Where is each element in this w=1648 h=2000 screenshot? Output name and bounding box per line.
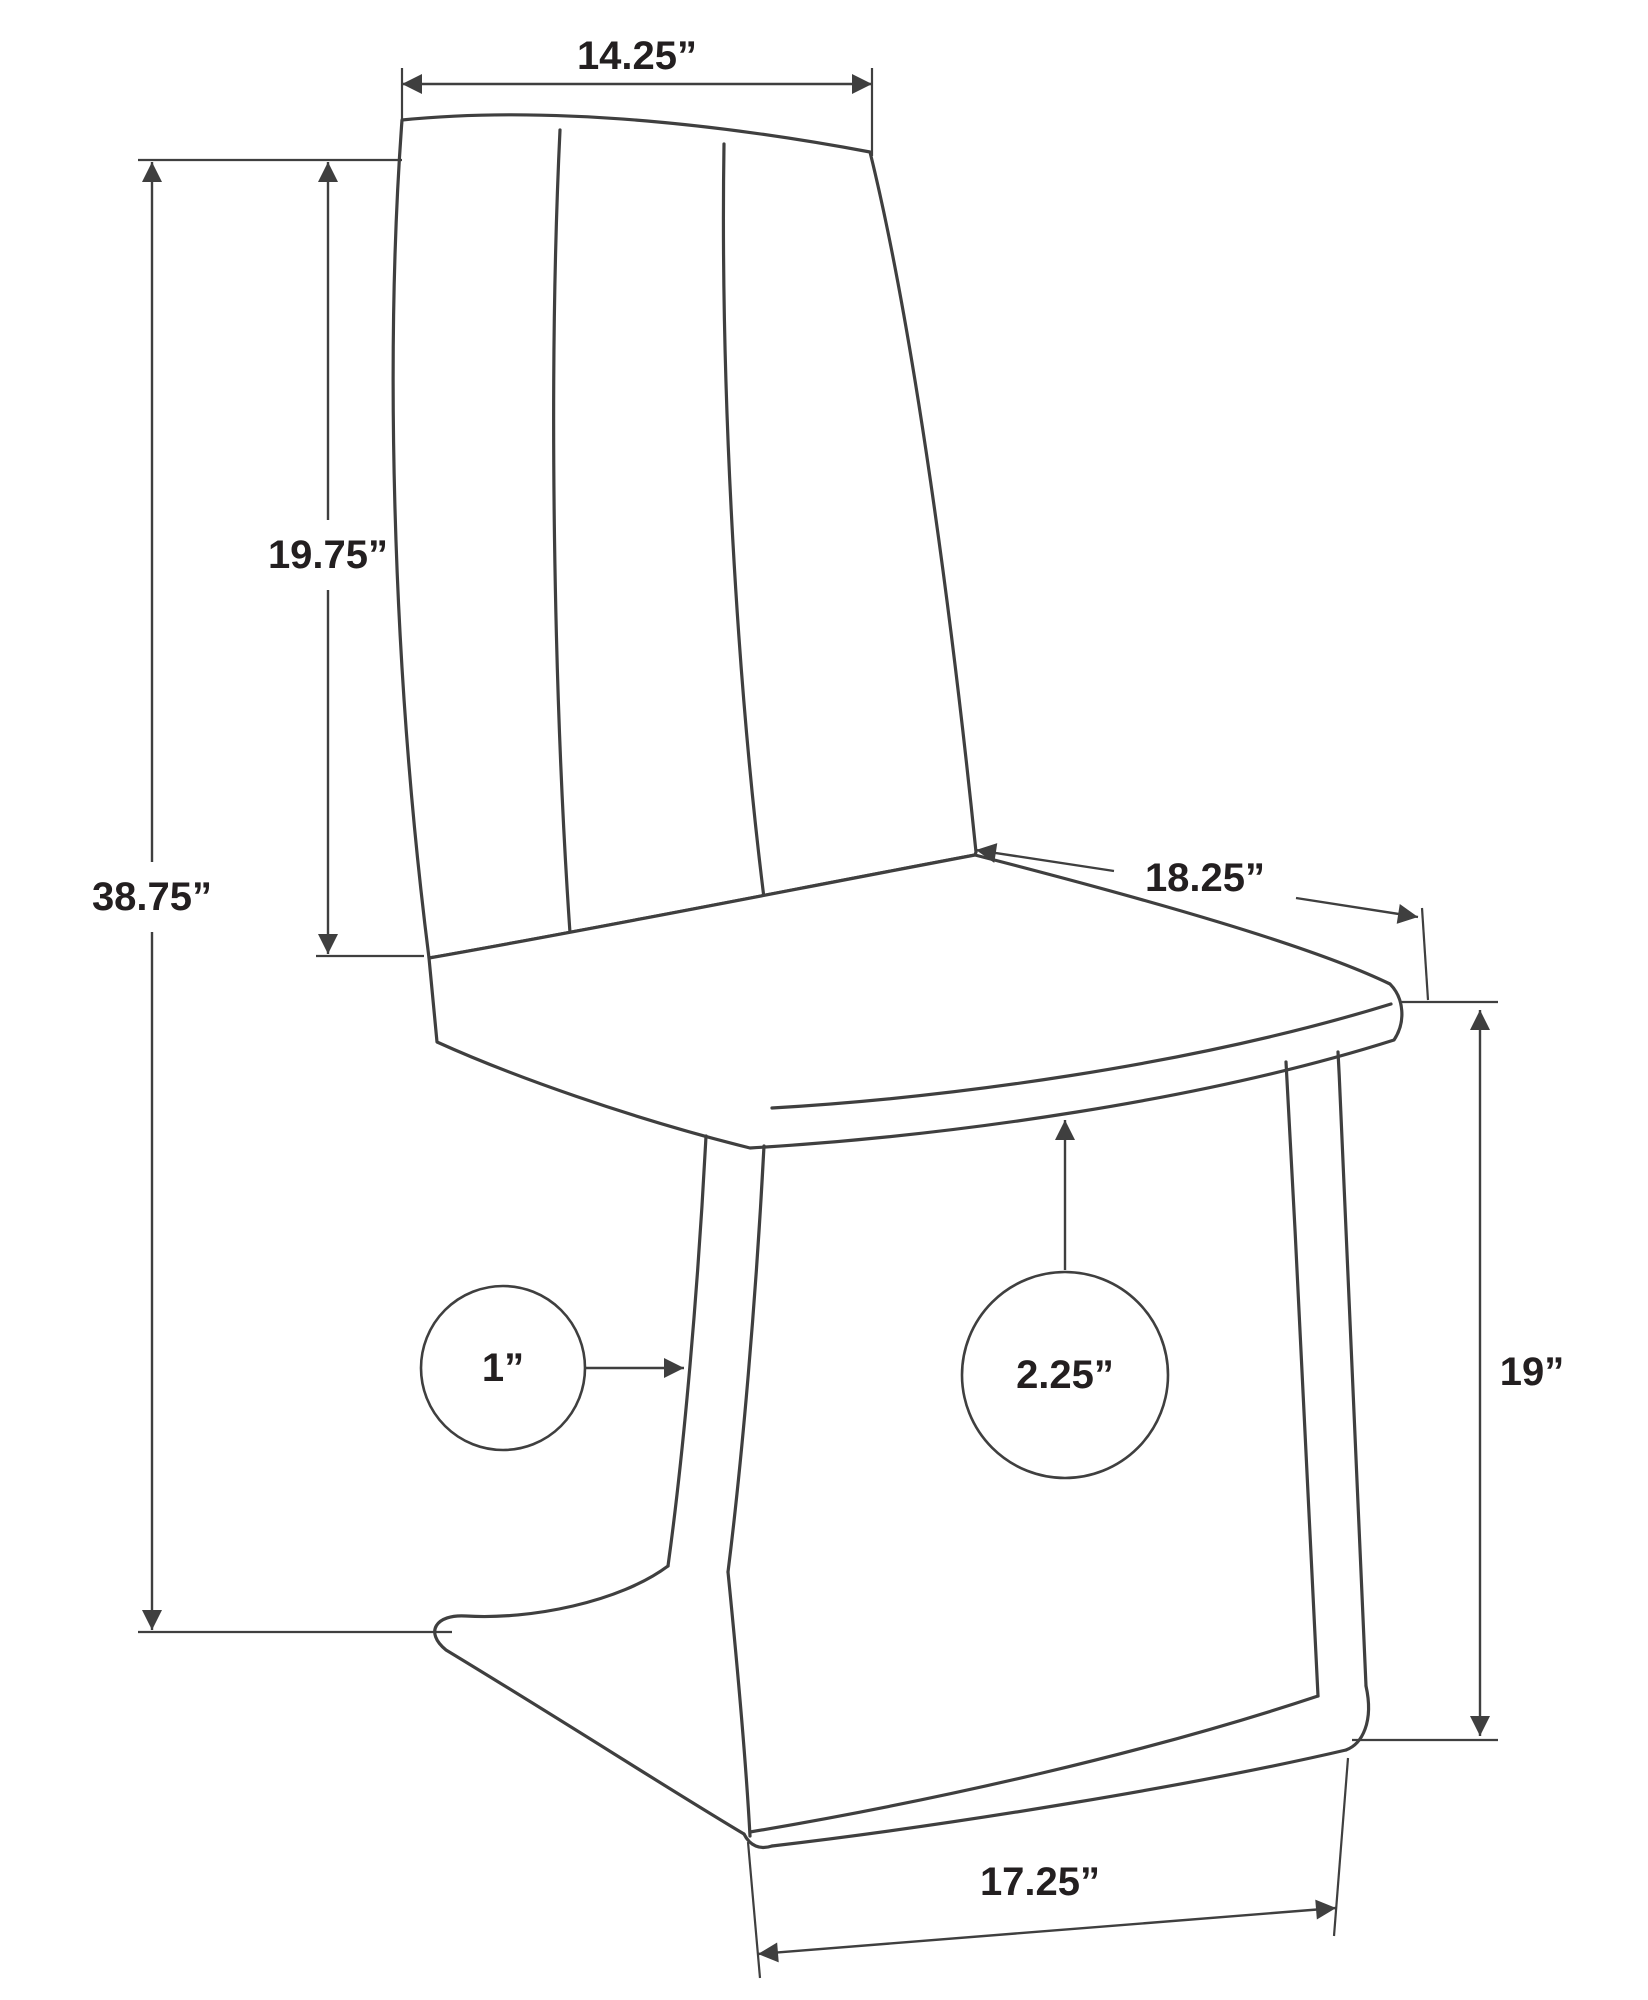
callout-seat-thickness: 2.25”	[960, 1120, 1170, 1480]
dim-seat-height: 19”	[1352, 1000, 1565, 1742]
front-post-inner-edge	[726, 1144, 766, 1574]
dim-seat-depth-line-left	[975, 843, 1115, 873]
dim-back-height-label: 19.75”	[268, 533, 388, 577]
rear-post-bottom-cap	[1344, 1684, 1371, 1752]
chair-seat-outline	[427, 853, 1404, 1150]
dim-seat-depth-line-right	[1295, 896, 1419, 924]
left-runner-inner-edge	[726, 1570, 752, 1838]
left-runner-outer-edge	[433, 1564, 746, 1836]
front-runner-cap	[742, 1832, 774, 1850]
right-runner-upper-edge	[748, 1694, 1320, 1834]
dim-overall-height: 38.75”	[92, 158, 452, 1634]
dim-top-width-label: 14.25”	[577, 34, 697, 78]
rear-post-right-edge	[1336, 1050, 1368, 1688]
chair-backrest-outline	[391, 113, 978, 960]
chair-backrest-seam-right	[721, 142, 766, 900]
chair-backrest-seam-left	[552, 128, 572, 935]
dim-seat-depth-label: 18.25”	[1145, 856, 1265, 900]
dim-seat-depth-extension-right	[1420, 907, 1430, 1001]
dim-base-depth-line	[757, 1899, 1337, 1963]
dim-base-depth: 17.25”	[746, 1757, 1350, 1979]
callout-seat-thickness-label: 2.25”	[1016, 1353, 1114, 1397]
dim-base-depth-label: 17.25”	[980, 1860, 1100, 1904]
dim-overall-height-label: 38.75”	[92, 875, 212, 919]
callout-leg-diameter: 1”	[419, 1284, 684, 1452]
chair-legs	[433, 1050, 1371, 1850]
dim-top-width: 14.25”	[400, 34, 874, 156]
dim-base-depth-extension-right	[1332, 1757, 1350, 1937]
callout-seat-thickness-circle	[960, 1270, 1170, 1480]
dim-seat-depth: 18.25”	[975, 843, 1430, 1001]
chair-seat-front-crease	[770, 1002, 1393, 1110]
dim-base-depth-extension-left	[746, 1841, 762, 1979]
rear-post-left-edge	[1284, 1060, 1320, 1698]
right-runner-lower-edge	[770, 1748, 1348, 1848]
dim-back-height: 19.75”	[268, 162, 424, 958]
front-post-outer-edge	[666, 1134, 708, 1568]
dim-seat-height-label: 19”	[1500, 1350, 1565, 1394]
callout-leg-diameter-label: 1”	[482, 1346, 524, 1390]
chair-illustration	[391, 113, 1404, 1850]
